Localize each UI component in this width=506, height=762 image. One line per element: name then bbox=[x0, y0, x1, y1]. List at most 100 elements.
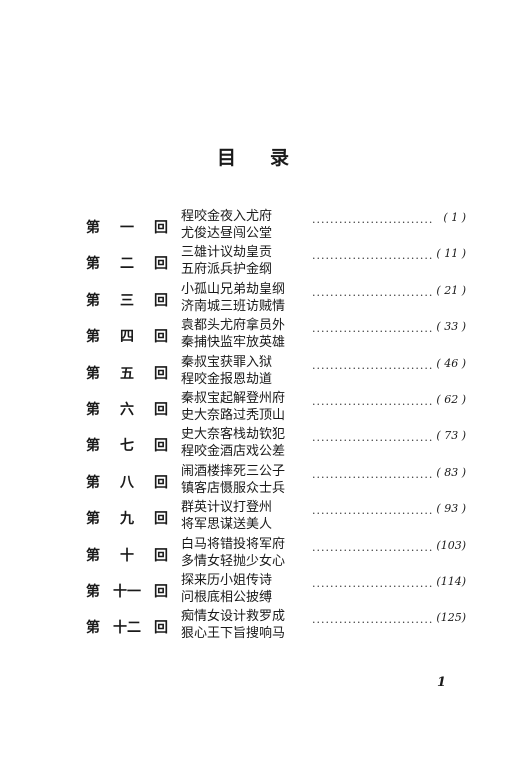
dot-leader: ........................................… bbox=[312, 540, 432, 554]
chapter-label-part: 七 bbox=[120, 438, 134, 455]
chapter-label-part: 回 bbox=[154, 220, 168, 236]
dot-leader: ........................................… bbox=[312, 285, 432, 299]
page-number: (114) bbox=[436, 574, 466, 588]
dot-leader: ........................................… bbox=[312, 504, 432, 518]
chapter-label-part: 九 bbox=[120, 511, 134, 528]
table-of-contents: 第一回程咬金夜入尤府尤俊达昼闯公堂.......................… bbox=[86, 208, 466, 645]
chapter-title-line-1: 探来历小姐传诗 bbox=[181, 572, 273, 588]
chapter-label-part: 第 bbox=[86, 401, 100, 418]
chapter-titles: 三雄计议劫皇贡五府派兵护金纲 bbox=[181, 244, 272, 278]
chapter-title-line-1: 白马将错投将军府 bbox=[181, 536, 286, 552]
chapter-titles: 程咬金夜入尤府尤俊达昼闯公堂 bbox=[181, 208, 272, 242]
chapter-label-part: 回 bbox=[154, 547, 168, 564]
chapter-label: 第十一回 bbox=[86, 581, 168, 601]
chapter-label-part: 十 bbox=[120, 547, 134, 564]
chapter-label-part: 六 bbox=[120, 401, 134, 418]
chapter-label-part: 二 bbox=[120, 256, 134, 273]
chapter-label: 第十回 bbox=[86, 545, 168, 565]
chapter-label-part: 十一 bbox=[113, 583, 141, 600]
chapter-title-line-2: 狠心王下旨搜响马 bbox=[181, 626, 286, 642]
toc-entry: 第三回小孤山兄弟劫皇纲济南城三班访贼情.....................… bbox=[86, 281, 466, 317]
chapter-title-line-1: 程咬金夜入尤府 bbox=[181, 209, 273, 224]
dot-leader: ........................................… bbox=[312, 613, 432, 627]
chapter-label: 第九回 bbox=[86, 508, 168, 528]
chapter-titles: 秦叔宝获罪入狱程咬金报恩劫道 bbox=[181, 354, 272, 388]
page-number: ( 21 ) bbox=[436, 283, 466, 297]
chapter-title-line-2: 将军思谋送美人 bbox=[181, 517, 273, 533]
chapter-title-line-1: 秦叔宝起解登州府 bbox=[181, 390, 286, 406]
dot-leader: ........................................… bbox=[312, 322, 432, 336]
chapter-label-part: 回 bbox=[154, 401, 168, 418]
page-number: ( 73 ) bbox=[436, 429, 466, 443]
dot-leader: ........................................… bbox=[312, 576, 432, 590]
chapter-label: 第四回 bbox=[86, 326, 168, 346]
chapter-title-line-2: 尤俊达昼闯公堂 bbox=[181, 226, 273, 241]
chapter-label-part: 回 bbox=[154, 474, 168, 491]
chapter-label-part: 八 bbox=[120, 474, 134, 491]
chapter-title-line-1: 群英计议打登州 bbox=[181, 500, 273, 516]
chapter-label: 第七回 bbox=[86, 435, 168, 455]
chapter-label-part: 第 bbox=[86, 583, 100, 600]
toc-entry: 第 二 回三雄计议劫皇贡五府派兵护金纲.......................… bbox=[86, 244, 466, 280]
chapter-label: 第三回 bbox=[86, 290, 168, 310]
chapter-label-part: 回 bbox=[154, 511, 168, 528]
chapter-label-part: 第 bbox=[86, 438, 100, 455]
dot-leader: ........................................… bbox=[312, 467, 432, 481]
chapter-title-line-2: 五府派兵护金纲 bbox=[181, 262, 273, 278]
chapter-label: 第五回 bbox=[86, 363, 168, 383]
chapter-label-part: 第 bbox=[86, 620, 100, 637]
chapter-label-part: 第 bbox=[86, 365, 100, 382]
chapter-label-part: 回 bbox=[154, 329, 168, 346]
toc-entry: 第四回袁都头尤府拿员外秦捕快监牢放英雄.....................… bbox=[86, 317, 466, 353]
chapter-label-part: 一 bbox=[120, 220, 134, 236]
page-title: 目录 bbox=[216, 147, 323, 169]
chapter-label: 第八回 bbox=[86, 472, 168, 492]
chapter-title-line-2: 程咬金报恩劫道 bbox=[181, 371, 273, 387]
chapter-title-line-2: 问根底相公披缚 bbox=[181, 589, 273, 605]
chapter-title-line-2: 史大奈路过秃顶山 bbox=[181, 407, 286, 423]
page-number: (125) bbox=[436, 611, 466, 625]
chapter-label-part: 回 bbox=[154, 438, 168, 455]
chapter-label-part: 第 bbox=[86, 511, 100, 528]
chapter-label-part: 第 bbox=[86, 220, 100, 236]
chapter-label: 第一回 bbox=[86, 217, 168, 237]
toc-entry: 第十二回痴情女设计救罗成狠心王下旨搜响马....................… bbox=[86, 608, 466, 644]
chapter-label-part: 第 bbox=[86, 256, 100, 273]
chapter-titles: 白马将错投将军府多情女轻抛少女心 bbox=[181, 536, 285, 570]
chapter-title-line-2: 程咬金酒店戏公差 bbox=[181, 444, 286, 460]
chapter-label-part: 回 bbox=[154, 292, 168, 309]
chapter-titles: 小孤山兄弟劫皇纲济南城三班访贼情 bbox=[181, 281, 285, 315]
dot-leader: ........................................… bbox=[312, 394, 432, 408]
chapter-label-part: 第 bbox=[86, 292, 100, 309]
chapter-title-line-1: 袁都头尤府拿员外 bbox=[181, 318, 286, 334]
dot-leader: ........................................… bbox=[312, 249, 432, 263]
page-number: (103) bbox=[436, 538, 466, 552]
chapter-title-line-1: 小孤山兄弟劫皇纲 bbox=[181, 281, 286, 297]
chapter-titles: 史大奈客栈劫钦犯程咬金酒店戏公差 bbox=[181, 426, 285, 460]
page-number: ( 83 ) bbox=[436, 465, 466, 479]
chapter-title-line-2: 镇客店慑服众士兵 bbox=[181, 480, 286, 496]
toc-entry: 第 九 回群英计议打登州将军思谋送美人.......................… bbox=[86, 499, 466, 535]
page-number: ( 62 ) bbox=[436, 392, 466, 406]
chapter-label-part: 五 bbox=[120, 365, 134, 382]
page-number: ( 1 ) bbox=[443, 211, 466, 224]
chapter-label-part: 回 bbox=[154, 620, 168, 637]
chapter-title-line-1: 史大奈客栈劫钦犯 bbox=[181, 427, 286, 443]
chapter-title-line-2: 秦捕快监牢放英雄 bbox=[181, 335, 286, 351]
chapter-title-line-1: 闹酒楼摔死三公子 bbox=[181, 463, 286, 479]
chapter-title-line-1: 痴情女设计救罗成 bbox=[181, 609, 286, 625]
dot-leader: ........................................… bbox=[312, 431, 432, 445]
chapter-label-part: 回 bbox=[154, 583, 168, 600]
chapter-title-line-1: 三雄计议劫皇贡 bbox=[181, 245, 273, 261]
chapter-label-part: 回 bbox=[154, 256, 168, 273]
toc-entry: 第 七 回史大奈客栈劫钦犯程咬金酒店戏公差.....................… bbox=[86, 426, 466, 462]
page-number: ( 11 ) bbox=[436, 247, 466, 261]
chapter-label-part: 回 bbox=[154, 365, 168, 382]
chapter-label-part: 十二 bbox=[113, 620, 141, 637]
dot-leader: ........................................… bbox=[312, 213, 432, 226]
chapter-label-part: 第 bbox=[86, 547, 100, 564]
chapter-title-line-2: 多情女轻抛少女心 bbox=[181, 553, 286, 569]
chapter-label-part: 第 bbox=[86, 329, 100, 346]
chapter-title-line-2: 济南城三班访贼情 bbox=[181, 298, 286, 314]
toc-entry: 第 一 回程咬金夜入尤府尤俊达昼闯公堂.......................… bbox=[86, 208, 466, 244]
